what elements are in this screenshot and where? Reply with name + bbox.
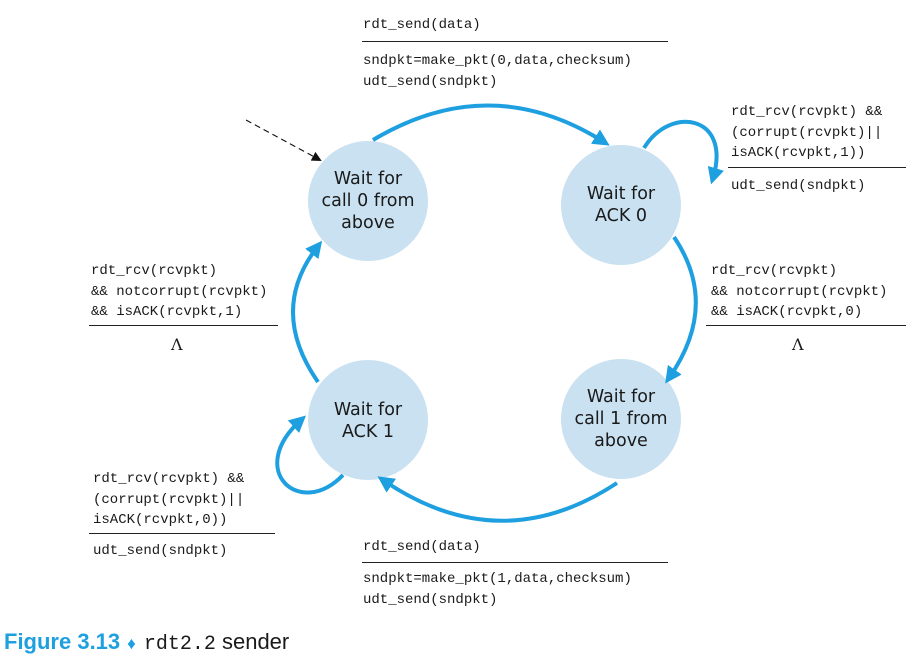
caption-code: rdt2.2 bbox=[143, 633, 216, 656]
arrow-left bbox=[291, 240, 323, 384]
state-circle-wait-call-0 bbox=[308, 141, 428, 261]
arrow-self-loop-ack-0 bbox=[642, 119, 724, 185]
transition-left-divider bbox=[89, 325, 278, 326]
arrow-right bbox=[665, 235, 698, 384]
transition-top-divider bbox=[362, 41, 668, 42]
transition-right-event: rdt_rcv(rcvpkt) && notcorrupt(rcvpkt) &&… bbox=[711, 263, 888, 320]
state-wait-call-0-label: Wait for call 0 from above bbox=[321, 169, 415, 233]
arrow-self-loop-ack-1 bbox=[275, 415, 345, 495]
transition-ack1-self-event: rdt_rcv(rcvpkt) && (corrupt(rcvpkt)|| is… bbox=[93, 471, 245, 528]
transition-ack1-self-action: udt_send(sndpkt) bbox=[93, 543, 228, 559]
transition-top-action: sndpkt=make_pkt(0,data,checksum) udt_sen… bbox=[363, 53, 632, 90]
figure-caption: Figure 3.13 ♦ rdt2.2 sender bbox=[4, 629, 289, 656]
transition-ack1-self-divider bbox=[89, 533, 275, 534]
transition-ack0-self-event: rdt_rcv(rcvpkt) && (corrupt(rcvpkt)|| is… bbox=[731, 104, 883, 161]
state-circle-wait-ack-0 bbox=[561, 145, 681, 265]
transition-bottom-action: sndpkt=make_pkt(1,data,checksum) udt_sen… bbox=[363, 571, 632, 608]
transition-bottom-divider bbox=[362, 562, 668, 563]
transition-right-divider bbox=[706, 325, 906, 326]
state-circle-wait-call-1 bbox=[561, 359, 681, 479]
transition-top-event: rdt_send(data) bbox=[363, 17, 481, 33]
arrow-bottom bbox=[377, 476, 619, 523]
transition-ack0-self-divider bbox=[728, 167, 906, 168]
state-circle-wait-ack-1 bbox=[308, 360, 428, 480]
transition-left-event: rdt_rcv(rcvpkt) && notcorrupt(rcvpkt) &&… bbox=[91, 263, 268, 320]
arrow-top bbox=[371, 103, 610, 146]
diamond-icon: ♦ bbox=[127, 634, 136, 653]
transition-bottom-event: rdt_send(data) bbox=[363, 539, 481, 555]
initial-arrow bbox=[245, 119, 322, 161]
figure-number: Figure 3.13 bbox=[4, 629, 121, 654]
transition-right-action: Λ bbox=[792, 335, 804, 354]
transition-left-action: Λ bbox=[171, 335, 183, 354]
state-wait-ack-1-label: Wait for ACK 1 bbox=[333, 400, 403, 442]
state-wait-call-1-label: Wait for call 1 from above bbox=[574, 387, 668, 451]
caption-text: sender bbox=[215, 629, 290, 654]
transition-ack0-self-action: udt_send(sndpkt) bbox=[731, 178, 866, 194]
state-wait-ack-0-label: Wait for ACK 0 bbox=[586, 184, 656, 226]
